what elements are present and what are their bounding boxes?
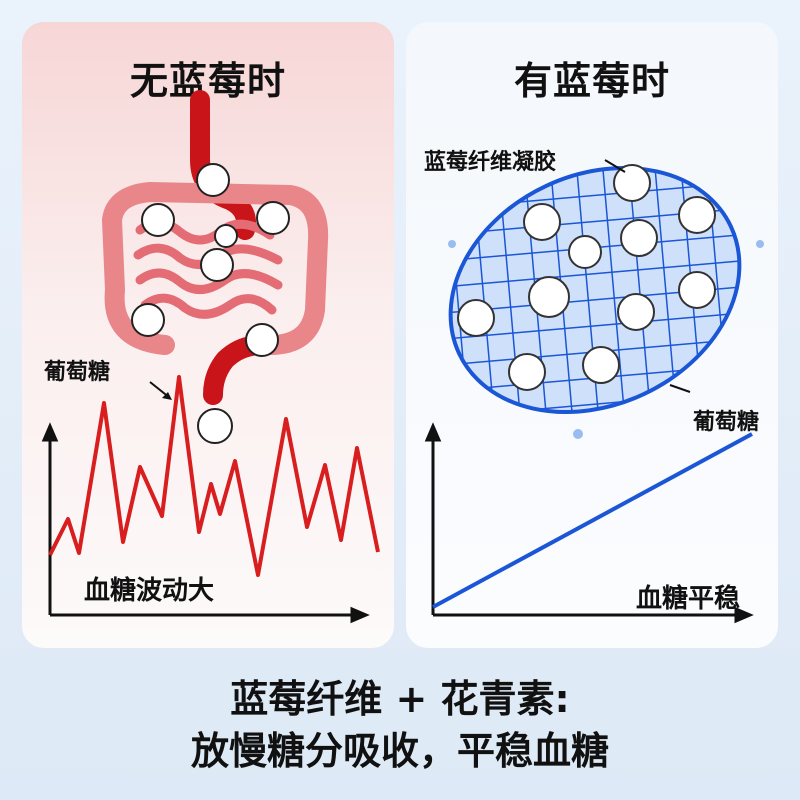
chart-axes (41, 422, 370, 624)
glucose-molecule (200, 248, 234, 282)
glucose-molecule (214, 224, 238, 248)
panel-title: 有蓝莓时 (513, 59, 670, 103)
arrow-head (162, 392, 172, 400)
glucose-label-leader (669, 384, 691, 393)
glucose-molecule (508, 353, 546, 391)
gel-net (448, 166, 742, 414)
glucose-molecule (523, 203, 561, 241)
gel-label: 蓝莓纤维凝胶 (424, 150, 557, 175)
panel-without-blueberry: 无蓝莓时 (22, 22, 394, 648)
intestine-illustration (41, 90, 380, 624)
glucose-molecule (457, 299, 495, 337)
glucose-molecule (196, 163, 230, 197)
fiber-gel-illustration (424, 159, 764, 624)
chart-axes (424, 422, 754, 624)
glucose-molecule (568, 235, 602, 269)
gel-label-leader (604, 159, 626, 173)
curve-label: 血糖平稳 (636, 584, 741, 614)
glucose-molecule (582, 346, 620, 384)
curve-label: 血糖波动大 (84, 576, 215, 606)
glucose-label: 葡萄糖 (44, 360, 111, 385)
glucose-molecule (617, 293, 655, 331)
glucose-label: 葡萄糖 (693, 410, 760, 435)
glucose-molecule (528, 276, 570, 318)
caption-line-1: 蓝莓纤维 + 花青素: (230, 677, 570, 721)
glucose-fluctuating-curve (48, 375, 380, 577)
panel-with-blueberry: 有蓝莓时 (406, 22, 778, 648)
glucose-molecule (678, 196, 716, 234)
glucose-molecule (197, 408, 233, 444)
trapped-glucose (457, 164, 716, 391)
glucose-molecule (131, 303, 165, 337)
bubbles (448, 240, 764, 439)
glucose-molecule (245, 323, 279, 357)
glucose-molecules (131, 163, 290, 444)
glucose-stable-curve (432, 432, 753, 609)
glucose-molecule (141, 203, 175, 237)
caption-line-2: 放慢糖分吸收，平稳血糖 (190, 729, 609, 773)
glucose-molecule (678, 271, 716, 309)
glucose-molecule (613, 164, 651, 202)
glucose-molecule (620, 219, 658, 257)
glucose-molecule (256, 201, 290, 235)
